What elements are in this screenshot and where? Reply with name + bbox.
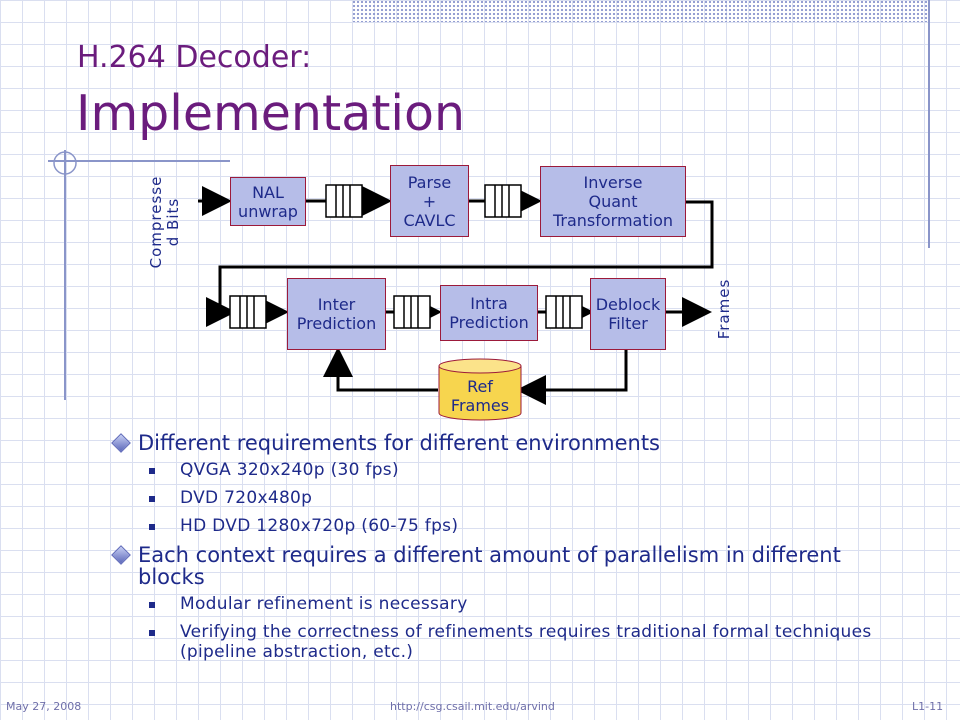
- sub-bullet-item: HD DVD 1280x720p (60-75 fps): [112, 516, 912, 536]
- footer-date: May 27, 2008: [6, 700, 82, 713]
- fifo-4: [393, 295, 431, 329]
- sub-bullet-text: Modular refinement is necessary: [180, 594, 468, 614]
- right-rule: [928, 0, 930, 248]
- square-bullet-icon: [149, 468, 155, 474]
- arrow-iqt-to-fifo3: [206, 200, 714, 327]
- bullet-list: Different requirements for different env…: [111, 431, 912, 670]
- sub-bullet-item: QVGA 320x240p (30 fps): [112, 460, 912, 480]
- square-bullet-icon: [149, 630, 155, 636]
- title-rule: [48, 160, 230, 162]
- fifo-2: [484, 184, 522, 218]
- nal-unwrap-block: NAL unwrap: [230, 177, 306, 226]
- sub-bullet-text: Verifying the correctness of refinements…: [180, 622, 872, 662]
- diamond-bullet-icon: [111, 433, 131, 453]
- bullet-text: Each context requires a different amount…: [138, 543, 841, 589]
- square-bullet-icon: [149, 524, 155, 530]
- corner-circle-ornament: [53, 151, 77, 175]
- frames-output-label: Frames: [715, 278, 733, 340]
- footer-url: http://csg.csail.mit.edu/arvind: [390, 700, 555, 713]
- ref-frames-cylinder: [438, 358, 522, 421]
- arrow-ref-to-inter: [323, 347, 438, 392]
- fifo-5: [545, 295, 583, 329]
- left-rule: [64, 150, 66, 400]
- footer-page-number: L1-11: [912, 700, 944, 713]
- fifo-3: [229, 295, 267, 329]
- sub-bullet-item: Verifying the correctness of refinements…: [112, 622, 912, 662]
- deblock-filter-block: Deblock Filter: [590, 278, 666, 350]
- sub-bullet-text: HD DVD 1280x720p (60-75 fps): [180, 516, 459, 536]
- intra-prediction-block: Intra Prediction: [440, 285, 538, 341]
- square-bullet-icon: [149, 496, 155, 502]
- slide-title-line2: Implementation: [76, 85, 466, 142]
- arrow-deblock-to-ref: [516, 350, 628, 405]
- square-bullet-icon: [149, 602, 155, 608]
- ref-frames-label: Ref Frames: [450, 377, 510, 415]
- sub-bullet-item: Modular refinement is necessary: [112, 594, 912, 614]
- fifo-1: [325, 184, 363, 218]
- header-dot-band: [352, 0, 928, 22]
- bullet-item: Each context requires a different amount…: [111, 543, 912, 589]
- inter-prediction-block: Inter Prediction: [287, 278, 386, 350]
- diamond-bullet-icon: [111, 545, 131, 565]
- compressed-bits-label: Compresse d Bits: [147, 175, 182, 269]
- sub-bullet-text: QVGA 320x240p (30 fps): [180, 460, 399, 480]
- sub-bullet-text: DVD 720x480p: [180, 488, 313, 508]
- parse-cavlc-block: Parse + CAVLC: [390, 165, 469, 237]
- bullet-text: Different requirements for different env…: [138, 431, 660, 455]
- inverse-quant-transformation-block: Inverse Quant Transformation: [540, 166, 686, 237]
- sub-bullet-item: DVD 720x480p: [112, 488, 912, 508]
- bullet-item: Different requirements for different env…: [111, 431, 912, 455]
- slide-title-line1: H.264 Decoder:: [77, 40, 312, 75]
